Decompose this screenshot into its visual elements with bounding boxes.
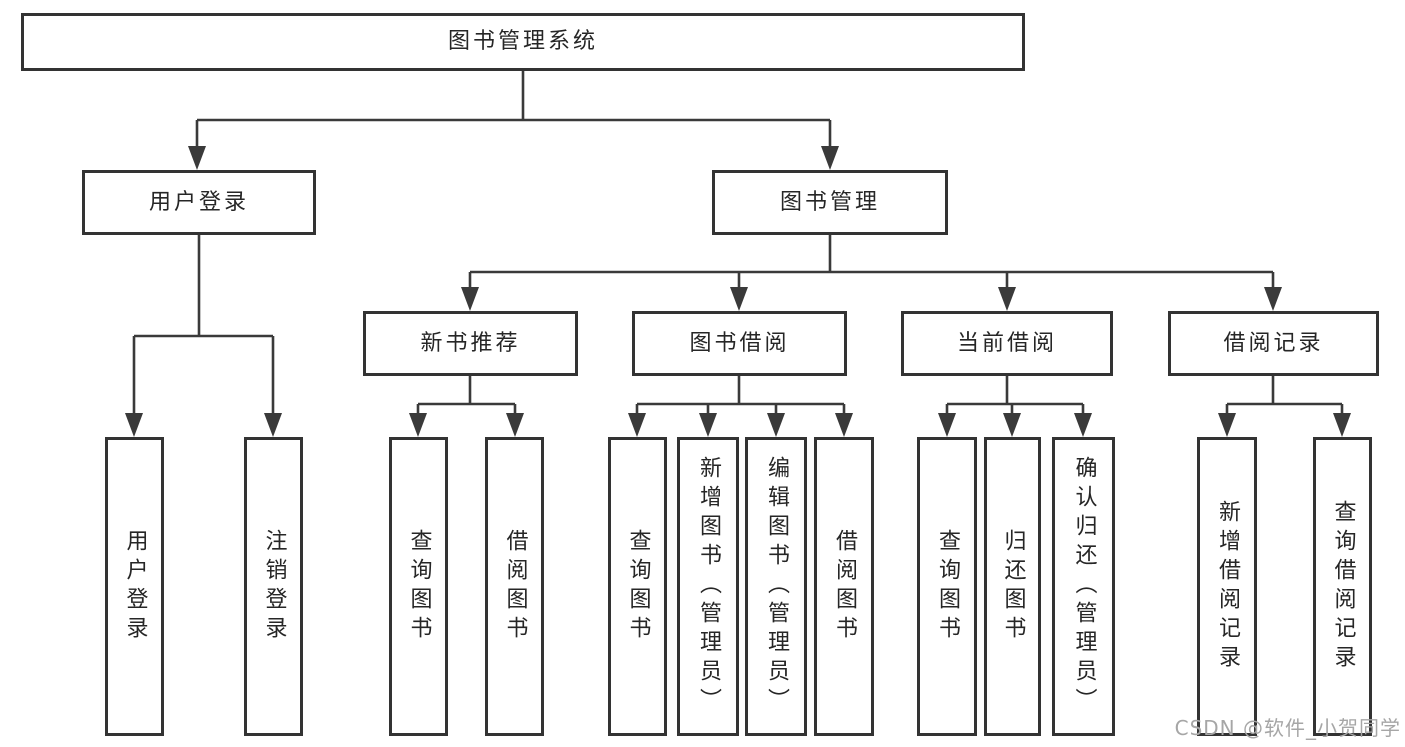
- node-bb-edit-books-admin: 编辑图书（管理员）: [745, 437, 807, 736]
- node-label: 新增图书（管理员）: [696, 456, 721, 717]
- node-label: 新书推荐: [420, 330, 521, 356]
- node-label: 图书管理系统: [447, 29, 598, 54]
- node-current-borrowing: 当前借阅: [901, 311, 1113, 376]
- node-label: 图书管理: [779, 189, 880, 215]
- node-bb-borrow-books: 借阅图书: [814, 437, 874, 736]
- csdn-watermark: CSDN @软件_小贺同学: [1174, 716, 1401, 740]
- node-label: 查询图书: [406, 528, 432, 645]
- node-label: 图书借阅: [689, 330, 790, 356]
- node-cb-query-books: 查询图书: [917, 437, 977, 736]
- node-logout: 注销登录: [244, 437, 303, 736]
- node-br-query-record: 查询借阅记录: [1313, 437, 1372, 736]
- node-label: 查询图书: [935, 528, 960, 645]
- node-bb-add-books-admin: 新增图书（管理员）: [677, 437, 739, 736]
- node-label: 编辑图书（管理员）: [764, 456, 789, 717]
- node-cb-return-books: 归还图书: [984, 437, 1041, 736]
- node-label: 用户登录: [148, 189, 249, 215]
- node-book-management: 图书管理: [712, 170, 948, 235]
- node-label: 归还图书: [1000, 528, 1026, 645]
- node-new-book-recommend: 新书推荐: [363, 311, 578, 376]
- node-label: 借阅记录: [1223, 330, 1324, 356]
- node-nb-borrow-books: 借阅图书: [485, 437, 544, 736]
- node-book-management-system: 图书管理系统: [21, 13, 1025, 71]
- node-label: 当前借阅: [956, 330, 1057, 356]
- node-nb-query-books: 查询图书: [389, 437, 448, 736]
- node-label: 新增借阅记录: [1215, 499, 1240, 674]
- node-user-login-branch: 用户登录: [82, 170, 316, 235]
- node-label: 用户登录: [122, 528, 148, 645]
- node-br-add-record: 新增借阅记录: [1197, 437, 1257, 736]
- node-borrow-records: 借阅记录: [1168, 311, 1379, 376]
- node-label: 查询图书: [625, 528, 651, 645]
- node-label: 借阅图书: [832, 528, 857, 645]
- node-bb-query-books: 查询图书: [608, 437, 667, 736]
- node-label: 注销登录: [261, 528, 287, 645]
- node-user-login-leaf: 用户登录: [105, 437, 164, 736]
- node-book-borrowing: 图书借阅: [632, 311, 847, 376]
- node-label: 查询借阅记录: [1330, 499, 1356, 674]
- node-label: 借阅图书: [502, 528, 528, 645]
- node-label: 确认归还（管理员）: [1071, 456, 1097, 717]
- node-cb-confirm-return-admin: 确认归还（管理员）: [1052, 437, 1115, 736]
